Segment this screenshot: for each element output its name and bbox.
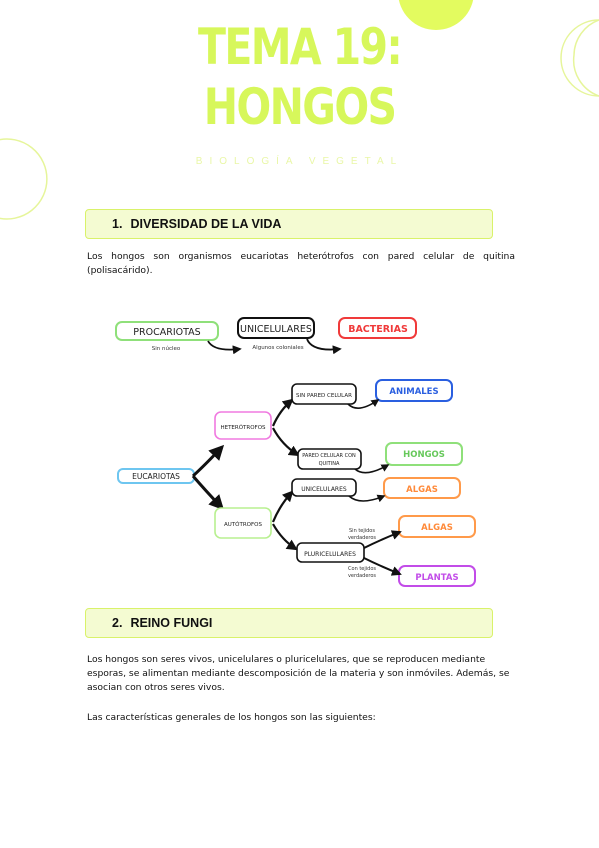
eucariotas-label: EUCARIOTAS bbox=[132, 472, 180, 481]
section-2-title: REINO FUNGI bbox=[130, 616, 213, 630]
section-2-paragraph-1: Los hongos son seres vivos, unicelulares… bbox=[87, 654, 510, 693]
plantas-box bbox=[398, 565, 476, 587]
arrow-unicelulares-bacterias bbox=[306, 338, 342, 355]
arrow-eucariotas-autotrofos bbox=[191, 475, 225, 511]
section-1-header: 1. DIVERSIDAD DE LA VIDA bbox=[85, 209, 493, 239]
right-ring-arc-outer bbox=[572, 19, 599, 97]
unicelulares-top-label: UNICELULARES bbox=[240, 324, 312, 335]
section-2-header: 2. REINO FUNGI bbox=[85, 608, 493, 638]
heterotrofos-label: HETERÓTROFOS bbox=[220, 424, 266, 431]
pared-quitina-box bbox=[297, 448, 362, 470]
section-2-number: 2. bbox=[112, 616, 123, 630]
arrow-pared-hongos bbox=[354, 464, 390, 474]
arrow-heterotrofos-sinpared bbox=[271, 398, 294, 427]
left-ring-arc bbox=[0, 138, 48, 220]
hongos-label: HONGOS bbox=[403, 450, 445, 460]
pluricelulares-label: PLURICELULARES bbox=[304, 551, 356, 558]
sin-nucleo-label: Sin núcleo bbox=[152, 345, 181, 352]
top-filled-circle bbox=[398, 0, 474, 30]
algunos-coloniales-label: Algunos coloniales bbox=[252, 345, 303, 351]
unicelulares-box bbox=[291, 478, 357, 497]
unicelulares-label: UNICELULARES bbox=[301, 486, 347, 493]
autotrofos-label: AUTÓTROFOS bbox=[224, 521, 262, 528]
arrow-pluricelulares-plantas bbox=[363, 557, 402, 576]
con-tejidos-label-1: Con tejidos bbox=[348, 566, 376, 572]
pared-quitina-label-2: QUITINA bbox=[319, 461, 340, 467]
title-line-2: HONGOS bbox=[203, 78, 397, 136]
hongos-box bbox=[385, 442, 463, 466]
unicelulares-top-box bbox=[237, 317, 315, 339]
algas-2-box bbox=[398, 515, 476, 538]
arrow-pluricelulares-algas bbox=[363, 530, 402, 549]
right-ring-arc bbox=[560, 19, 599, 97]
heterotrofos-box bbox=[214, 411, 272, 440]
pared-quitina-label-1: PARED CELULAR CON bbox=[302, 453, 356, 459]
arrow-heterotrofos-pared bbox=[272, 427, 300, 457]
animales-box bbox=[375, 379, 453, 402]
animales-label: ANIMALES bbox=[389, 387, 438, 397]
sin-tejidos-label-1: Sin tejidos bbox=[349, 528, 375, 534]
algas-2-label: ALGAS bbox=[421, 523, 453, 533]
arrow-autotrofos-pluricelulares bbox=[272, 523, 298, 551]
page-subtitle: BIOLOGÍA VEGETAL bbox=[195, 156, 404, 167]
arrow-unicelulares-algas bbox=[348, 494, 386, 503]
section-2-paragraph-2: Las características generales de los hon… bbox=[87, 712, 376, 723]
autotrofos-box bbox=[214, 507, 272, 539]
bacterias-box bbox=[338, 317, 417, 339]
arrow-sinpared-animales bbox=[347, 399, 380, 409]
page-title: TEMA 19: HONGOS bbox=[54, 18, 545, 138]
section-1-number: 1. bbox=[112, 217, 123, 231]
title-line-1: TEMA 19: bbox=[198, 18, 403, 76]
section-1-paragraph: Los hongos son organismos eucariotas het… bbox=[87, 251, 515, 276]
section-1-title: DIVERSIDAD DE LA VIDA bbox=[130, 217, 282, 231]
arrow-procariotas-unicelulares bbox=[207, 340, 242, 355]
algas-1-box bbox=[383, 477, 461, 499]
arrow-autotrofos-unicelulares bbox=[271, 490, 294, 523]
plantas-label: PLANTAS bbox=[415, 573, 458, 583]
arrow-eucariotas-heterotrofos bbox=[191, 444, 225, 478]
con-tejidos-label-2: verdaderos bbox=[348, 573, 376, 579]
procariotas-label: PROCARIOTAS bbox=[133, 327, 200, 338]
procariotas-box bbox=[115, 321, 219, 341]
sin-tejidos-label-2: verdaderos bbox=[348, 535, 376, 541]
sin-pared-box bbox=[291, 383, 357, 405]
sin-pared-label: SIN PARED CELULAR bbox=[296, 393, 352, 399]
bacterias-label: BACTERIAS bbox=[348, 324, 408, 335]
pluricelulares-box bbox=[296, 542, 365, 563]
algas-1-label: ALGAS bbox=[406, 485, 438, 495]
